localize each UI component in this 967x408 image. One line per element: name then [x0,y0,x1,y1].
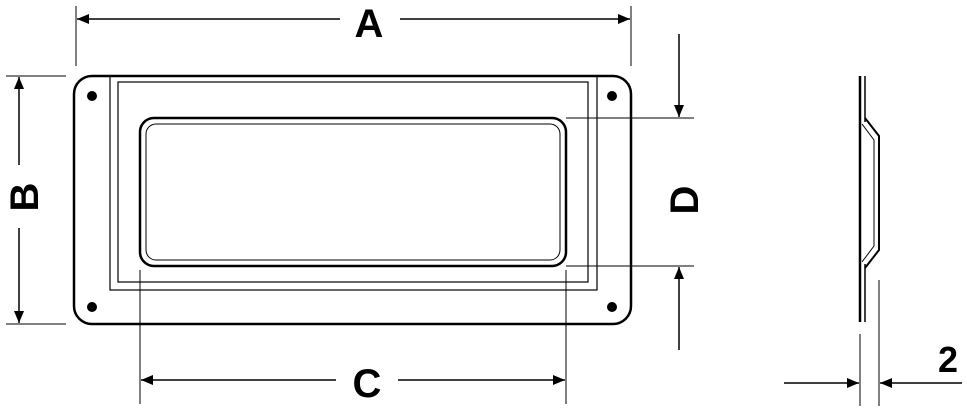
frame-line-outer [109,75,598,291]
dimension-c [139,270,567,404]
frame-line-inner [117,81,589,283]
mounting-hole-top-right [607,91,617,101]
dimension-label-thickness: 2 [938,339,958,380]
dimension-a [75,6,632,66]
side-view [858,76,880,322]
dimension-label-c: C [353,362,382,406]
dimension-label-d: D [663,186,707,215]
dimension-b [6,75,66,325]
front-view [72,74,633,326]
dimension-thickness [784,280,962,406]
mounting-hole-bottom-right [607,302,617,312]
mounting-hole-top-left [87,91,97,101]
side-recess-inner [861,123,875,263]
mounting-hole-bottom-left [87,302,97,312]
side-recess-profile [864,117,880,269]
outer-plate-outline [72,74,633,326]
dimension-d [566,34,694,350]
recess-outline [138,116,568,268]
dimension-label-a: A [355,2,384,46]
recess-inner-line [145,123,561,261]
dimension-label-b: B [3,183,47,212]
